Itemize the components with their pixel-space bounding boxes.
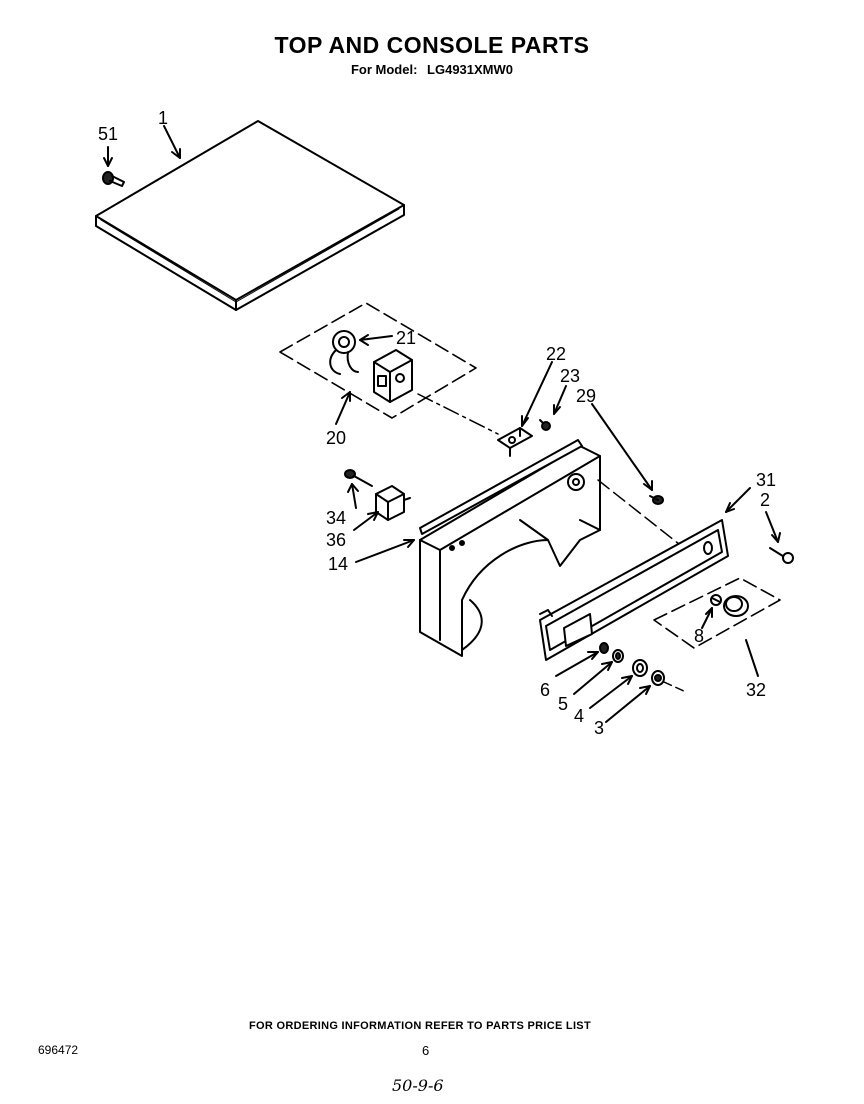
knob-3-part [651, 670, 665, 686]
ordering-note: FOR ORDERING INFORMATION REFER TO PARTS … [249, 1020, 591, 1032]
model-number: LG4931XMW0 [427, 62, 514, 77]
page-number: 6 [422, 1043, 430, 1058]
callout-1: 1 [158, 108, 168, 128]
leader-21 [359, 335, 393, 341]
leader-36 [353, 511, 379, 531]
callout-3: 3 [594, 718, 604, 738]
handwritten-note: 50-9-6 [392, 1076, 444, 1095]
washer-6-part [599, 642, 609, 654]
callout-8: 8 [694, 626, 704, 646]
leader-3 [605, 685, 651, 723]
callout-34: 34 [326, 508, 346, 528]
model-subtitle: For Model: LG4931XMW0 [0, 62, 864, 77]
timer-motor-21-part [329, 330, 359, 375]
callout-23: 23 [560, 366, 580, 386]
leader-20 [335, 391, 351, 425]
knob-kit-outline [653, 577, 781, 649]
callout-51: 51 [98, 124, 118, 144]
callout-32: 32 [746, 680, 766, 700]
document-number: 696472 [38, 1043, 79, 1057]
leader-34 [351, 483, 357, 509]
leader-6 [555, 651, 599, 677]
callout-36: 36 [326, 530, 346, 550]
leader-2 [765, 511, 779, 543]
callout-6: 6 [540, 680, 550, 700]
clip-5-part [612, 649, 624, 663]
callout-20: 20 [326, 428, 346, 448]
page-title: TOP AND CONSOLE PARTS [274, 32, 590, 58]
callout-21: 21 [396, 328, 416, 348]
callout-2: 2 [760, 490, 770, 510]
leader-8 [701, 607, 713, 629]
switch-36-part [375, 485, 411, 521]
leader-1 [163, 125, 181, 159]
bracket-22-part [497, 427, 533, 457]
screw-29-part [649, 495, 664, 505]
callout-14: 14 [328, 554, 348, 574]
callout-29: 29 [576, 386, 596, 406]
console-panel-14-part [419, 439, 601, 657]
model-label: For Model: [350, 62, 418, 77]
knob-part [723, 595, 749, 617]
leader-32 [745, 639, 759, 677]
screw-2-part [769, 547, 794, 564]
leader-14 [355, 539, 415, 563]
bushing-4-part [632, 659, 648, 677]
leader-22 [521, 361, 553, 427]
spring-8-part [710, 594, 722, 606]
leader-31 [725, 487, 751, 513]
screw-34-part [344, 469, 373, 487]
leader-23 [553, 385, 567, 415]
leader-5 [573, 661, 613, 695]
screw-51-part [102, 171, 125, 187]
leader-51-arrow [103, 157, 113, 167]
control-panel-31-part [539, 519, 729, 661]
leader-29 [591, 403, 653, 491]
callout-4: 4 [574, 706, 584, 726]
timer-body-part [373, 349, 413, 403]
screw-23-part [539, 419, 551, 431]
callout-22: 22 [546, 344, 566, 364]
top-panel-part [95, 120, 405, 311]
timer-kit-outline [279, 302, 477, 419]
callout-31: 31 [756, 470, 776, 490]
callout-5: 5 [558, 694, 568, 714]
leader-4 [589, 675, 633, 709]
